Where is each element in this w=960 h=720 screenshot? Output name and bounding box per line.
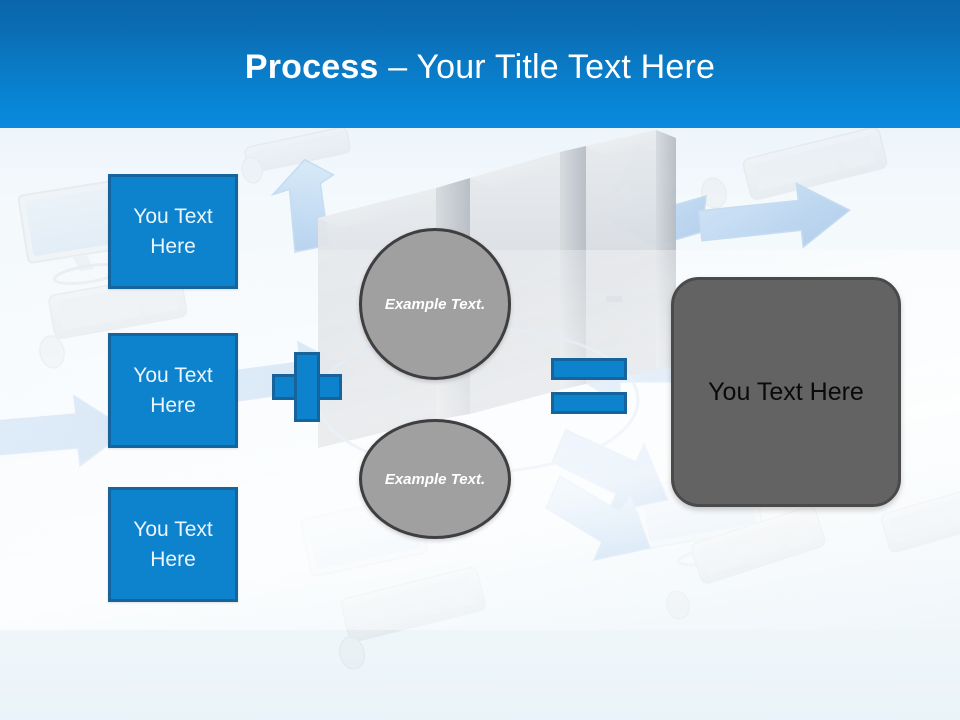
plus-operator-icon [272,352,342,422]
page-title-bold: Process [244,48,379,86]
input-box-2-label: You Text Here [133,363,213,417]
process-circle-1-label: Example Text. [384,295,486,313]
result-box[interactable]: You Text Here [671,277,901,507]
page-title-rest: – Your Title Text Here [378,48,716,86]
input-box-2[interactable]: You Text Here [108,333,238,448]
input-box-1[interactable]: You Text Here [108,174,238,289]
page-title: Process – Your Title Text Here [0,46,960,88]
result-box-label: You Text Here [708,377,864,406]
process-circle-1[interactable]: Example Text. [359,228,511,380]
input-box-1-label: You Text Here [133,204,213,258]
equals-operator-icon [551,358,627,414]
equals-top-bar [551,358,627,380]
plus-center-fill [297,377,317,397]
equals-bottom-bar [551,392,627,414]
process-circle-2-label: Example Text. [384,470,486,488]
input-box-3[interactable]: You Text Here [108,487,238,602]
process-circle-2[interactable]: Example Text. [359,419,511,539]
header-band [0,0,960,128]
input-box-3-label: You Text Here [133,517,213,571]
